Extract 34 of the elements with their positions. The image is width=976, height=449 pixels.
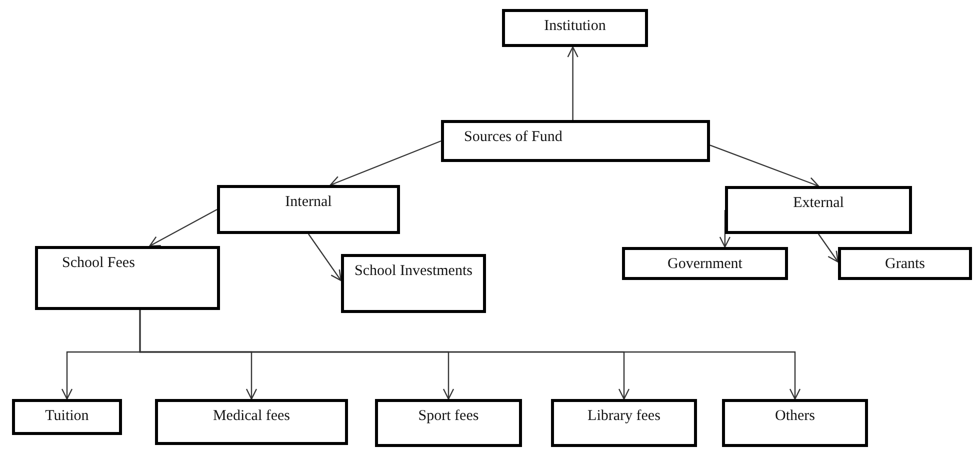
node-label: Sources of Fund [464, 128, 562, 147]
node-label: Institution [544, 17, 606, 36]
node-label: Internal [285, 193, 332, 212]
process-box [375, 399, 522, 447]
node-label: School Investments [354, 262, 472, 281]
node-label: Sport fees [418, 407, 479, 426]
arrow [710, 144, 820, 188]
process-box [441, 120, 710, 162]
node-label: Others [775, 407, 815, 426]
process-box [155, 399, 348, 445]
process-box [551, 399, 697, 447]
process-box [838, 247, 972, 280]
arrow [149, 208, 218, 247]
node-label: Medical fees [212, 407, 290, 426]
arrow [330, 140, 442, 187]
node-label: Grants [885, 255, 925, 274]
arrow [139, 310, 801, 400]
arrow [719, 210, 731, 248]
process-box [722, 399, 868, 447]
node-label: Government [668, 255, 742, 274]
node-label: Library fees [588, 407, 660, 426]
arrow [818, 234, 839, 262]
process-box [622, 247, 788, 280]
process-box [217, 185, 400, 234]
process-box [725, 186, 912, 234]
arrow [308, 234, 342, 282]
node-label: Tuition [45, 407, 89, 426]
process-box [35, 246, 220, 310]
process-box [502, 9, 648, 47]
process-box [12, 399, 122, 435]
node-label: External [793, 194, 844, 213]
process-box [341, 254, 486, 313]
node-label: School Fees [62, 254, 135, 273]
arrow [567, 46, 578, 120]
